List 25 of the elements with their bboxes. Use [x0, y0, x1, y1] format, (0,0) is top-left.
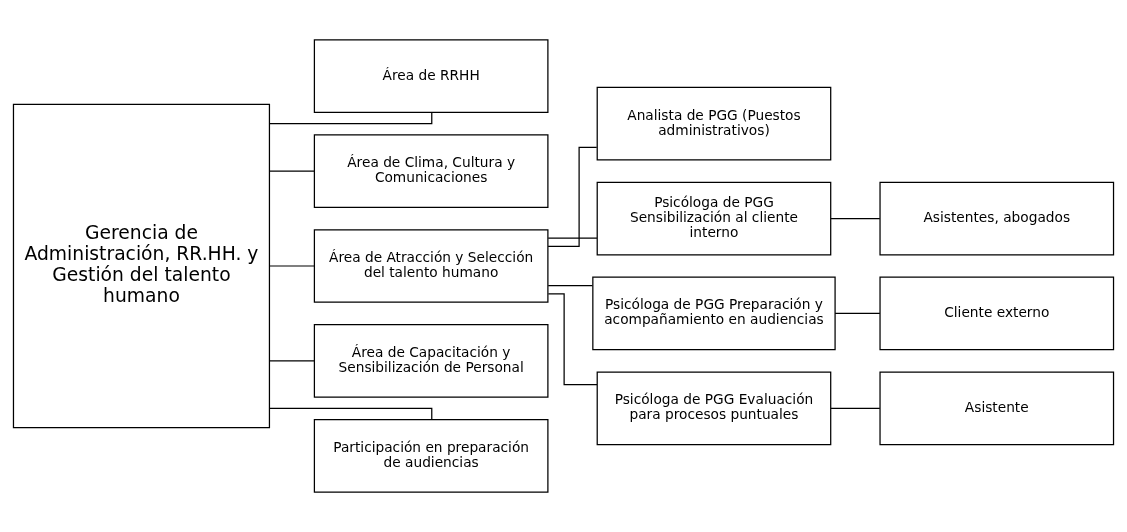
connector [547, 284, 594, 287]
node-box: Psicóloga de PGG Sensibilización al cliente interno [596, 181, 832, 256]
node-box: Área de RRHH [313, 39, 549, 114]
node-box: Área de Atracción y Selección del talento humano [313, 229, 549, 303]
node-box: Asistentes, abogados [879, 181, 1115, 256]
node-box: Analista de PGG (Puestos administrativos) [596, 86, 832, 161]
connector [547, 146, 598, 248]
node-box: Psicóloga de PGG Preparación y acompañamiento en audiencias [592, 276, 836, 351]
connector [269, 170, 315, 172]
connector [834, 312, 881, 315]
node-box: Asistente [879, 371, 1115, 446]
connector [830, 407, 881, 409]
node-box: Gerencia de Administración, RR.HH. y Gestión del talento humano [12, 103, 271, 429]
node-box: Cliente externo [879, 276, 1115, 351]
node-box: Área de Clima, Cultura y Comunicaciones [313, 134, 549, 208]
connector [830, 217, 881, 220]
node-box: Psicóloga de PGG Evaluación para procesos puntuales [596, 371, 832, 446]
connector [547, 293, 598, 386]
connector [269, 112, 433, 125]
node-box: Participación en preparación de audiencias [313, 418, 549, 493]
connector [269, 265, 315, 267]
connector [547, 237, 598, 239]
connector [269, 360, 315, 362]
node-box: Área de Capacitación y Sensibilización de Personal [313, 324, 549, 398]
connector [269, 407, 433, 420]
